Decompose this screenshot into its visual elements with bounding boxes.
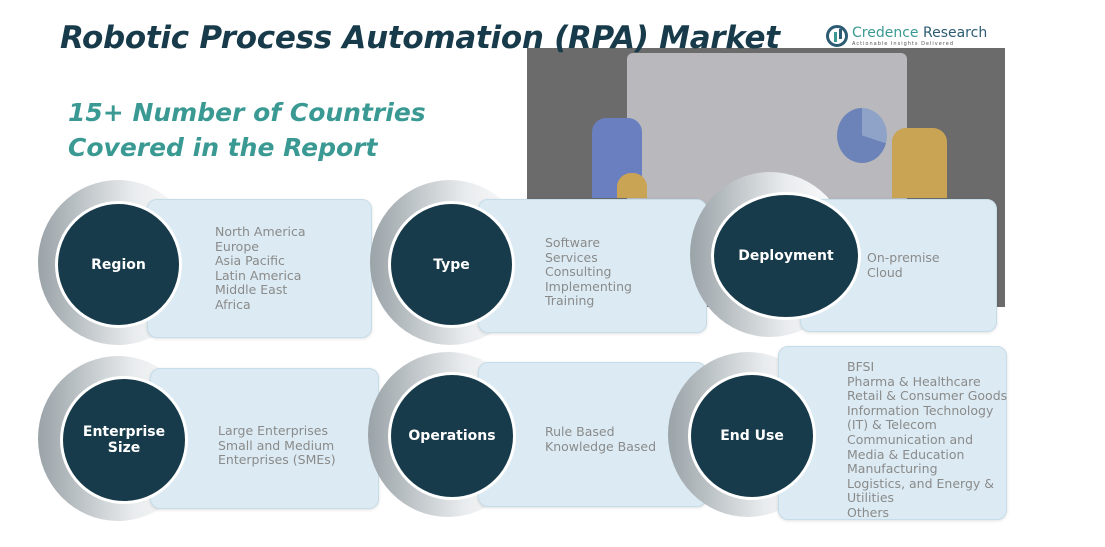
list-item: Software xyxy=(545,235,601,250)
list-item: Latin America xyxy=(215,267,302,283)
list-item: On-premise xyxy=(867,250,940,265)
segment-circle-operations: Operations xyxy=(388,372,516,500)
page-title: Robotic Process Automation (RPA) Market xyxy=(60,20,780,56)
end-use-list: BFSI Pharma & Healthcare Retail & Consum… xyxy=(847,359,1008,521)
segment-circle-deployment: Deployment xyxy=(711,192,861,320)
person-legs-left xyxy=(617,173,647,198)
list-item: Enterprises (SMEs) xyxy=(218,452,336,468)
list-item: Large Enterprises xyxy=(218,423,328,438)
deployment-list: On-premise Cloud xyxy=(867,250,940,280)
list-item: Africa xyxy=(215,296,251,312)
list-item: Middle East xyxy=(215,282,288,298)
list-item: Implementing xyxy=(545,278,632,294)
list-item: Information Technology xyxy=(847,402,994,418)
operations-list: Rule Based Knowledge Based xyxy=(545,424,657,454)
segment-card-type xyxy=(478,199,707,333)
subtitle-line-2: Covered in the Report xyxy=(68,133,378,162)
segment-circle-enterprise-size: Enterprise Size xyxy=(60,376,188,504)
list-item: Pharma & Healthcare xyxy=(847,373,981,389)
list-item: Asia Pacific xyxy=(215,253,285,269)
list-item: BFSI xyxy=(847,359,875,374)
list-item: Training xyxy=(545,293,595,309)
list-item: Services xyxy=(545,249,598,265)
list-item: Retail & Consumer Goods xyxy=(847,388,1008,404)
list-item: Small and Medium xyxy=(218,437,335,453)
list-item: North America xyxy=(215,224,306,239)
segment-card-end-use xyxy=(778,346,1007,520)
logo-mark-icon xyxy=(826,25,848,47)
logo-name-a: Credence xyxy=(852,25,919,41)
list-item: Logistics, and Energy & xyxy=(847,475,994,491)
list-item: Cloud xyxy=(867,264,903,280)
segment-circle-region: Region xyxy=(55,201,182,328)
list-item: Manufacturing xyxy=(847,461,938,477)
logo-name-b: Research xyxy=(918,25,988,41)
pie-chart-illustration xyxy=(837,108,887,163)
enterprise-size-list: Large Enterprises Small and Medium Enter… xyxy=(218,423,336,468)
list-item: Media & Education xyxy=(847,446,965,462)
list-item: Communication and xyxy=(847,431,974,447)
list-item: Knowledge Based xyxy=(545,438,657,454)
credence-logo: Credence Research Actionable Insights De… xyxy=(826,25,987,47)
segment-card-enterprise-size xyxy=(150,368,379,509)
logo-tagline: Actionable Insights Delivered xyxy=(852,41,955,47)
list-item: Rule Based xyxy=(545,424,615,439)
list-item: Utilities xyxy=(847,490,895,506)
type-list: Software Services Consulting Implementin… xyxy=(545,235,632,309)
list-item: Europe xyxy=(215,238,259,254)
subtitle-line-1: 15+ Number of Countries xyxy=(68,98,426,127)
segment-circle-end-use: End Use xyxy=(688,372,816,500)
segment-circle-type: Type xyxy=(388,201,515,328)
list-item: (IT) & Telecom xyxy=(847,417,937,433)
region-list: North America Europe Asia Pacific Latin … xyxy=(215,224,306,313)
list-item: Others xyxy=(847,504,890,520)
person-illustration-right xyxy=(892,128,947,198)
list-item: Consulting xyxy=(545,264,612,280)
